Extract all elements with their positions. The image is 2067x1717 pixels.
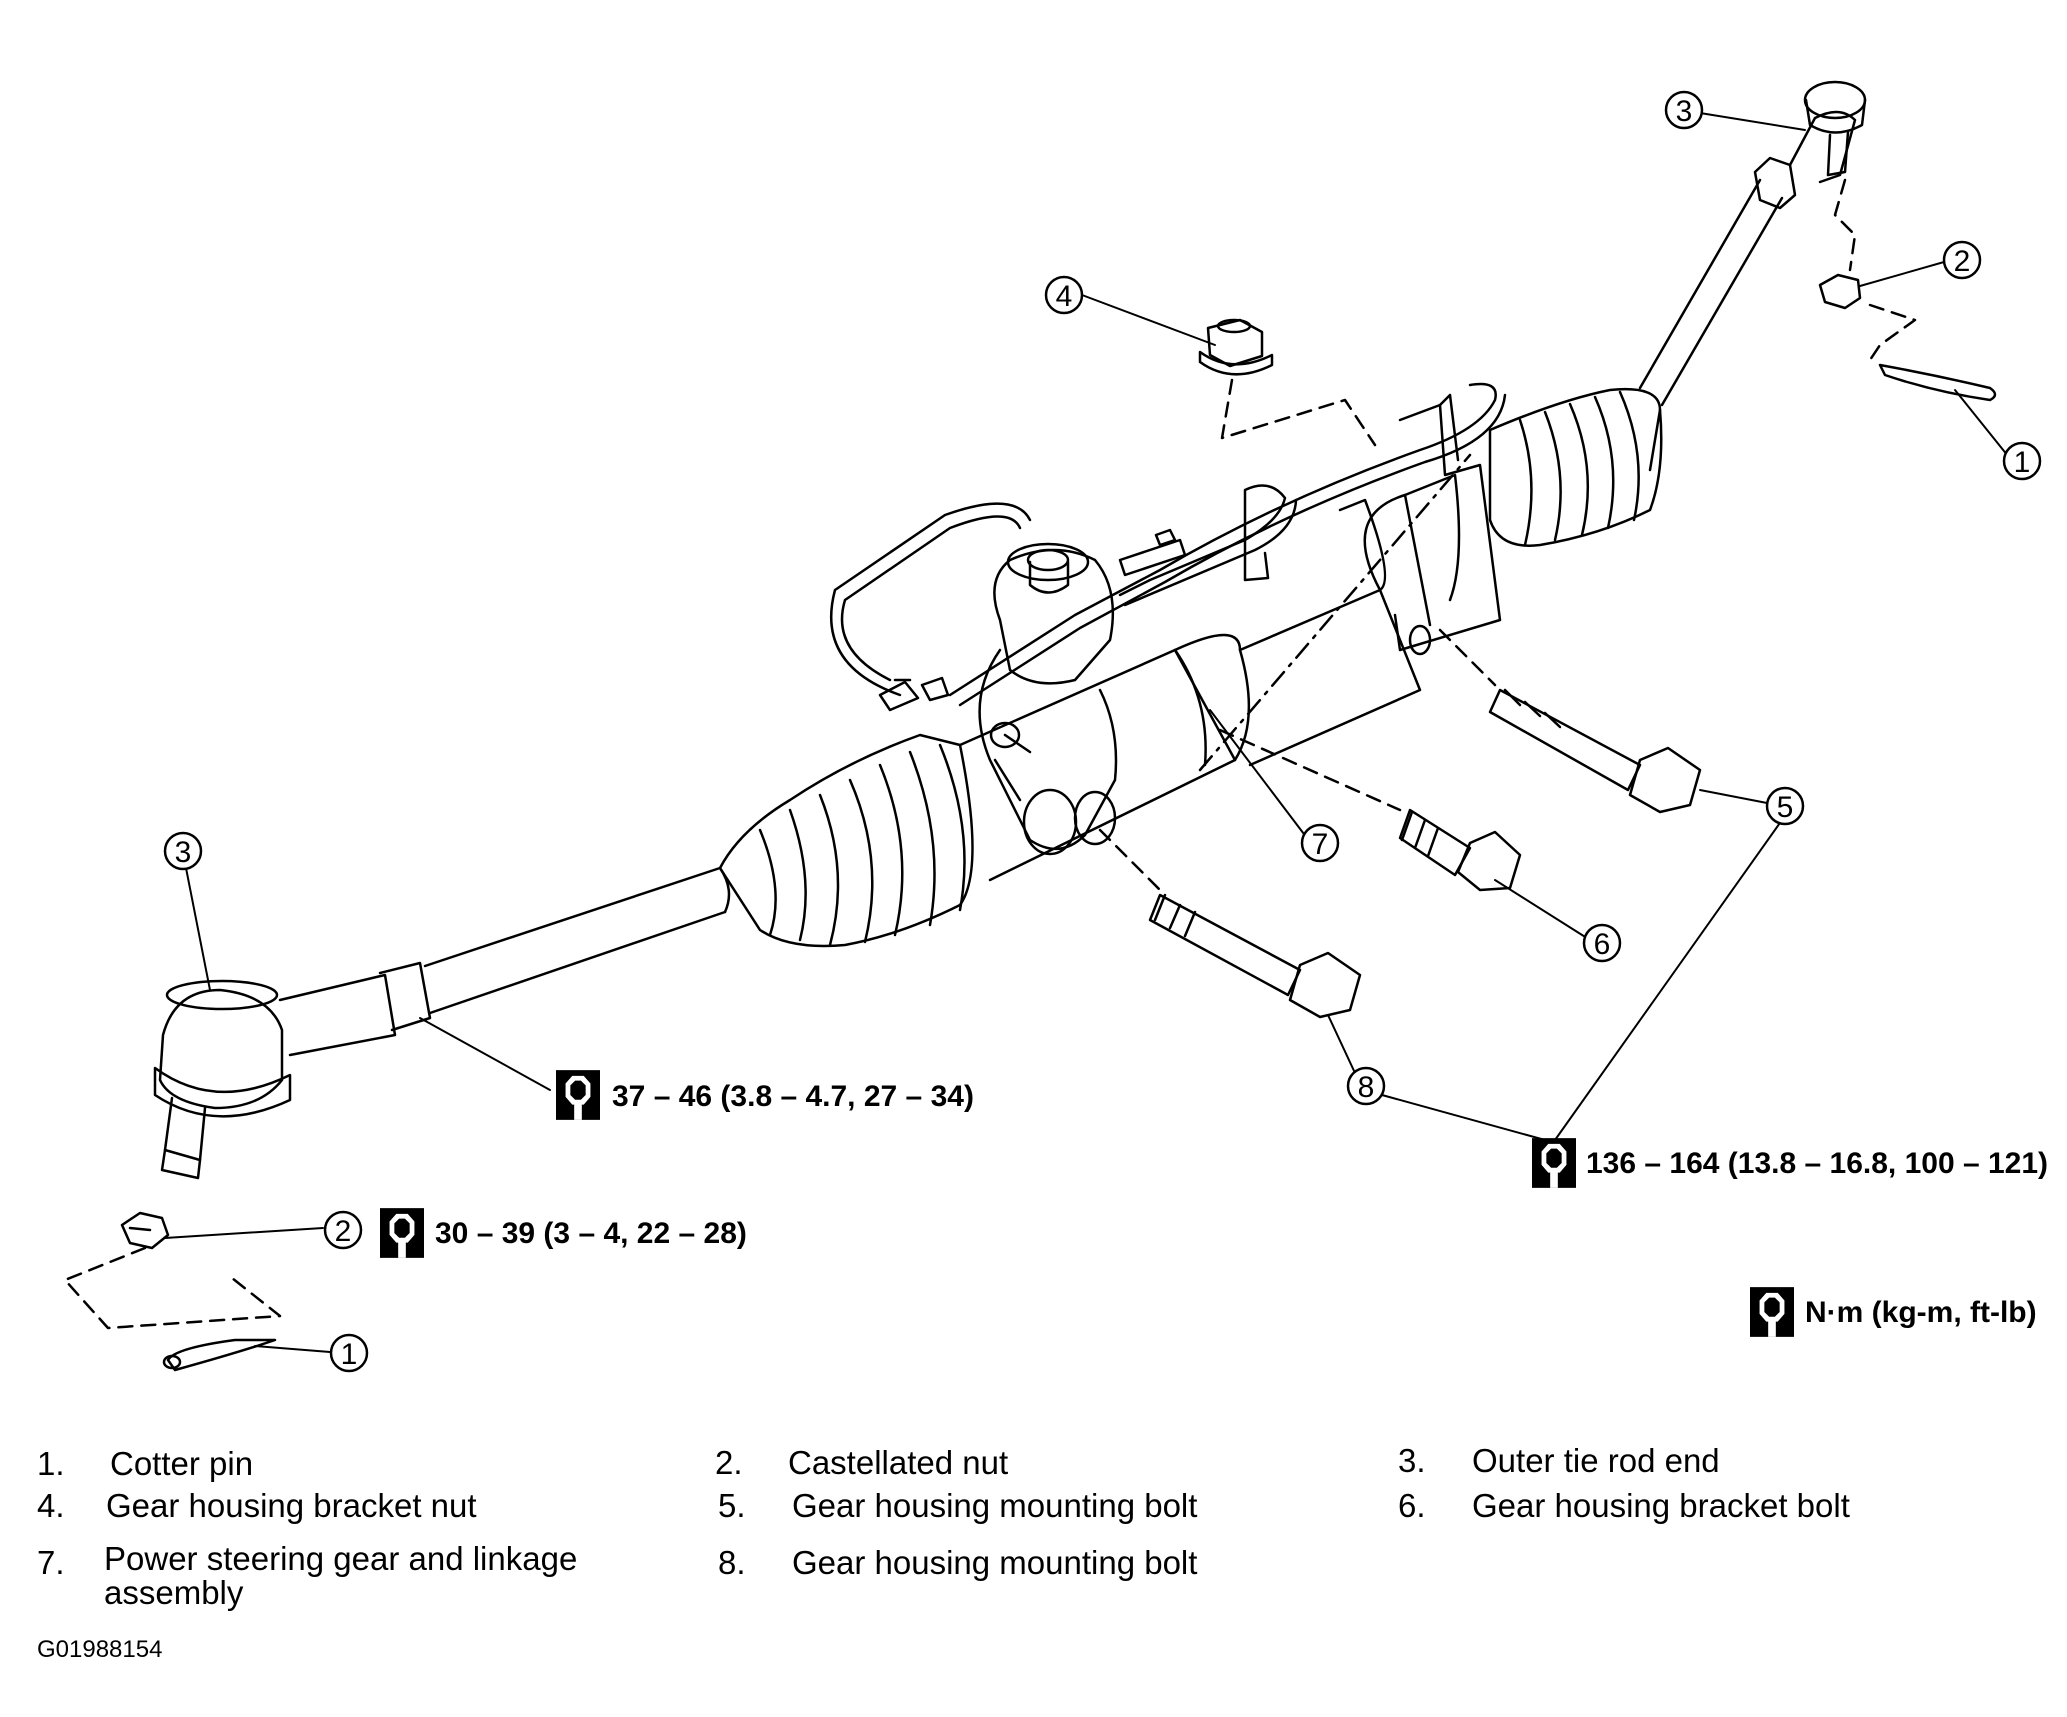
callout-5: 5 — [1777, 791, 1794, 824]
hydraulic-lines — [830, 382, 1507, 712]
callout-1-left: 1 — [341, 1338, 358, 1371]
callout-4: 4 — [1056, 280, 1073, 313]
legend-label: Cotter pin — [110, 1445, 253, 1482]
torque-mounting-bolts: 136 – 164 (13.8 – 16.8, 100 – 121) — [1586, 1147, 2048, 1180]
torque-wrench-icon — [556, 1070, 600, 1120]
legend-label: Gear housing mounting bolt — [792, 1487, 1197, 1524]
left-cotter-pin — [162, 1338, 277, 1372]
gear-housing — [958, 393, 1502, 882]
figure-code: G01988154 — [37, 1636, 162, 1663]
torque-units-key: N·m (kg-m, ft-lb) — [1805, 1296, 2037, 1329]
bracket-nut-dash — [1220, 378, 1377, 447]
torque-wrench-icon — [1750, 1287, 1794, 1337]
legend-num: 3. — [1398, 1442, 1426, 1479]
torque-wrench-icon — [380, 1208, 424, 1258]
legend-num: 6. — [1398, 1487, 1426, 1524]
legend-num: 2. — [715, 1444, 743, 1481]
callout-3-left: 3 — [175, 836, 192, 869]
legend-label: Outer tie rod end — [1472, 1442, 1720, 1479]
left-boot — [718, 733, 974, 948]
bracket-bolt — [1398, 808, 1522, 892]
legend-num: 4. — [37, 1487, 65, 1524]
legend-num: 8. — [718, 1544, 746, 1581]
legend-label: Gear housing bracket bolt — [1472, 1487, 1850, 1524]
callout-1-right: 1 — [2014, 446, 2031, 479]
torque-castellated-nut: 30 – 39 (3 – 4, 22 – 28) — [435, 1217, 747, 1250]
left-castellated-nut — [120, 1211, 170, 1250]
callout-2-right: 2 — [1954, 245, 1971, 278]
right-castellated-nut — [1818, 273, 1862, 310]
legend-label: Power steering gear and linkage assembly — [104, 1542, 578, 1611]
legend-label: Gear housing bracket nut — [106, 1487, 477, 1524]
right-boot — [1488, 388, 1663, 547]
left-tie-rod — [278, 866, 731, 1057]
legend-num: 7. — [37, 1544, 65, 1581]
callout-6: 6 — [1594, 928, 1611, 961]
torque-wrench-icon — [1532, 1138, 1576, 1188]
legend-label: Gear housing mounting bolt — [792, 1544, 1197, 1581]
bolt-dash-lines — [1098, 628, 1497, 892]
left-outer-tie-rod-end — [153, 979, 292, 1180]
callout-3-right: 3 — [1676, 95, 1693, 128]
callout-8: 8 — [1358, 1071, 1375, 1104]
legend-label: Castellated nut — [788, 1444, 1008, 1481]
housing-centerline — [1198, 453, 1472, 772]
mounting-bolt-lower — [1148, 893, 1362, 1019]
callout-2-left: 2 — [335, 1215, 352, 1248]
torque-tie-rod-locknut: 37 – 46 (3.8 – 4.7, 27 – 34) — [612, 1080, 974, 1113]
right-outer-tie-rod-end — [1788, 80, 1867, 184]
right-dash-line — [1833, 178, 1917, 362]
mounting-bolt-upper — [1488, 688, 1702, 814]
parts-legend: 1. Cotter pin 2. Castellated nut 3. Oute… — [37, 1442, 1850, 1611]
legend-num: 1. — [37, 1445, 65, 1482]
legend-num: 5. — [718, 1487, 746, 1524]
callout-7: 7 — [1312, 828, 1329, 861]
right-cotter-pin — [1878, 363, 1997, 402]
leader-lines — [164, 112, 2013, 1353]
left-dash-rect — [63, 1246, 282, 1330]
bracket-nut — [1198, 318, 1274, 376]
right-tie-rod — [1638, 156, 1797, 407]
